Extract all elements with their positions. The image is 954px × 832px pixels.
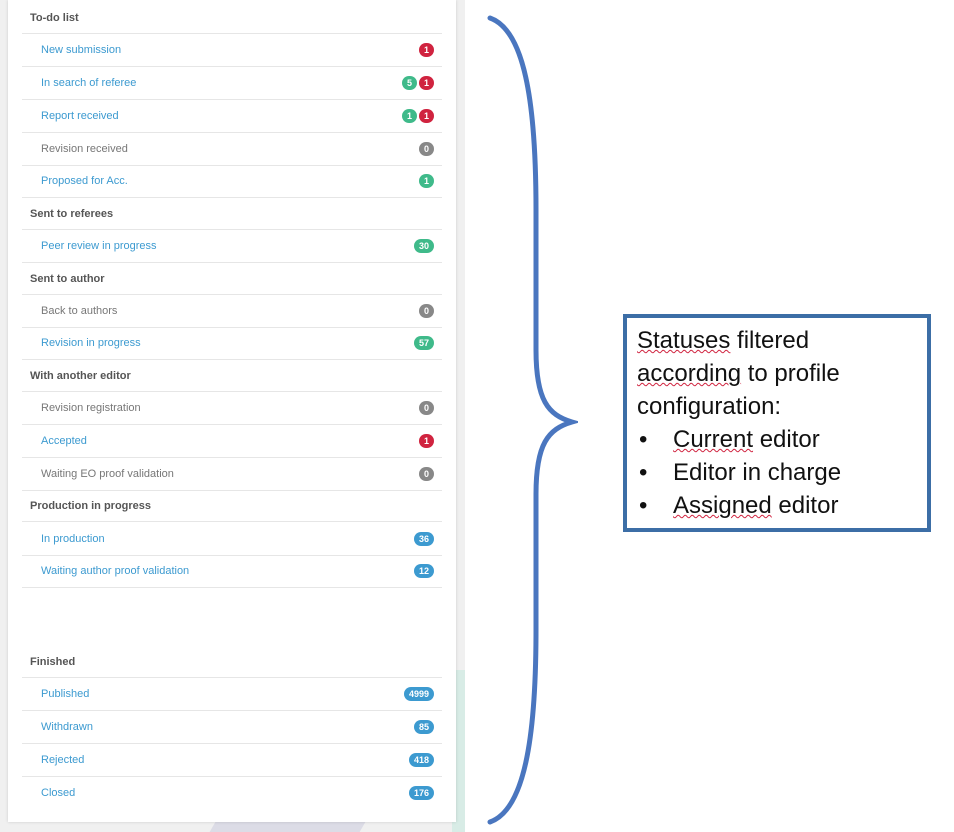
count-badge: 176 bbox=[408, 785, 434, 800]
callout-bullet: Editor in charge bbox=[637, 456, 917, 489]
status-row-new-submission[interactable]: New submission 1 bbox=[22, 34, 442, 67]
count-badge: 5 bbox=[401, 76, 417, 90]
callout-text: editor bbox=[771, 492, 839, 519]
status-label: Revision received bbox=[41, 143, 128, 155]
callout-bullet-list: Current editor Editor in charge Assigned… bbox=[637, 423, 917, 522]
status-label: Waiting EO proof validation bbox=[41, 468, 174, 480]
status-row-withdrawn[interactable]: Withdrawn 85 bbox=[22, 711, 442, 744]
count-badge: 1 bbox=[418, 174, 434, 188]
status-label[interactable]: In production bbox=[41, 533, 105, 545]
count-badge: 36 bbox=[413, 532, 434, 546]
status-label[interactable]: Revision in progress bbox=[41, 337, 141, 349]
section-header-with-another-editor: With another editor bbox=[22, 360, 442, 392]
section-header-todo: To-do list bbox=[22, 2, 442, 34]
status-row-peer-review-in-progress[interactable]: Peer review in progress 30 bbox=[22, 230, 442, 263]
status-row-in-production[interactable]: In production 36 bbox=[22, 523, 442, 556]
status-label[interactable]: New submission bbox=[41, 44, 122, 56]
callout-text: editor bbox=[753, 426, 820, 453]
callout-bullet: Assigned editor bbox=[637, 489, 917, 522]
section-header-finished: Finished bbox=[22, 646, 442, 678]
status-label[interactable]: Waiting author proof validation bbox=[41, 565, 190, 577]
status-label[interactable]: Closed bbox=[41, 786, 76, 799]
section-header-sent-to-referees: Sent to referees bbox=[22, 198, 442, 230]
count-badge: 1 bbox=[418, 109, 434, 123]
count-badge: 30 bbox=[413, 239, 434, 253]
status-row-report-received[interactable]: Report received 1 1 bbox=[22, 100, 442, 133]
count-badge: 12 bbox=[413, 564, 434, 578]
count-badge: 0 bbox=[418, 467, 434, 481]
count-badge: 418 bbox=[408, 753, 434, 767]
count-badge: 1 bbox=[418, 434, 434, 448]
count-badge: 0 bbox=[418, 401, 434, 415]
count-badge: 0 bbox=[418, 142, 434, 156]
status-label[interactable]: Withdrawn bbox=[41, 721, 93, 733]
status-row-revision-received: Revision received 0 bbox=[22, 133, 442, 166]
curly-brace-icon bbox=[487, 15, 578, 825]
status-row-accepted[interactable]: Accepted 1 bbox=[22, 425, 442, 458]
count-badge: 0 bbox=[418, 304, 434, 318]
callout-line: Statuses filtered bbox=[637, 324, 917, 357]
callout-text: according bbox=[637, 360, 742, 387]
count-badge: 1 bbox=[401, 109, 417, 123]
callout-text: Assigned bbox=[673, 492, 772, 519]
status-label[interactable]: In search of referee bbox=[41, 77, 137, 89]
status-label: Revision registration bbox=[41, 402, 141, 414]
status-row-rejected[interactable]: Rejected 418 bbox=[22, 744, 442, 777]
status-row-waiting-eo-proof-validation: Waiting EO proof validation 0 bbox=[22, 458, 442, 491]
callout-line: according to profile bbox=[637, 357, 917, 390]
callout-text: to profile bbox=[741, 360, 840, 387]
callout-bullet: Current editor bbox=[637, 423, 917, 456]
status-row-proposed-for-acc[interactable]: Proposed for Acc. 1 bbox=[22, 165, 442, 198]
count-badge: 85 bbox=[413, 720, 434, 734]
callout-text: Editor in charge bbox=[673, 459, 842, 486]
callout-text: filtered bbox=[730, 327, 810, 354]
count-badge: 4999 bbox=[403, 687, 434, 701]
status-row-published[interactable]: Published 4999 bbox=[22, 678, 442, 711]
status-label[interactable]: Rejected bbox=[41, 754, 85, 766]
count-badge: 1 bbox=[418, 76, 434, 90]
callout-text: Current bbox=[673, 426, 754, 453]
status-panel: To-do list New submission 1 In search of… bbox=[8, 0, 456, 822]
status-label[interactable]: Published bbox=[41, 688, 90, 700]
status-label[interactable]: Proposed for Acc. bbox=[41, 175, 128, 187]
callout-text: configuration: bbox=[637, 393, 782, 420]
status-row-revision-in-progress[interactable]: Revision in progress 57 bbox=[22, 327, 442, 360]
callout-text: Statuses bbox=[637, 327, 731, 354]
status-row-waiting-author-proof-validation[interactable]: Waiting author proof validation 12 bbox=[22, 555, 442, 588]
status-label[interactable]: Report received bbox=[41, 110, 119, 122]
status-row-in-search-of-referee[interactable]: In search of referee 5 1 bbox=[22, 67, 442, 100]
section-header-sent-to-author: Sent to author bbox=[22, 263, 442, 295]
status-row-back-to-authors: Back to authors 0 bbox=[22, 295, 442, 328]
status-row-revision-registration: Revision registration 0 bbox=[22, 392, 442, 425]
section-header-production-in-progress: Production in progress bbox=[22, 490, 442, 522]
status-label[interactable]: Peer review in progress bbox=[41, 240, 157, 252]
status-label: Back to authors bbox=[41, 305, 118, 317]
count-badge: 1 bbox=[418, 43, 434, 57]
status-row-closed[interactable]: Closed 176 bbox=[22, 776, 442, 809]
count-badge: 57 bbox=[413, 336, 434, 350]
status-label[interactable]: Accepted bbox=[41, 435, 87, 447]
annotation-callout: Statuses filtered according to profile c… bbox=[623, 314, 931, 532]
